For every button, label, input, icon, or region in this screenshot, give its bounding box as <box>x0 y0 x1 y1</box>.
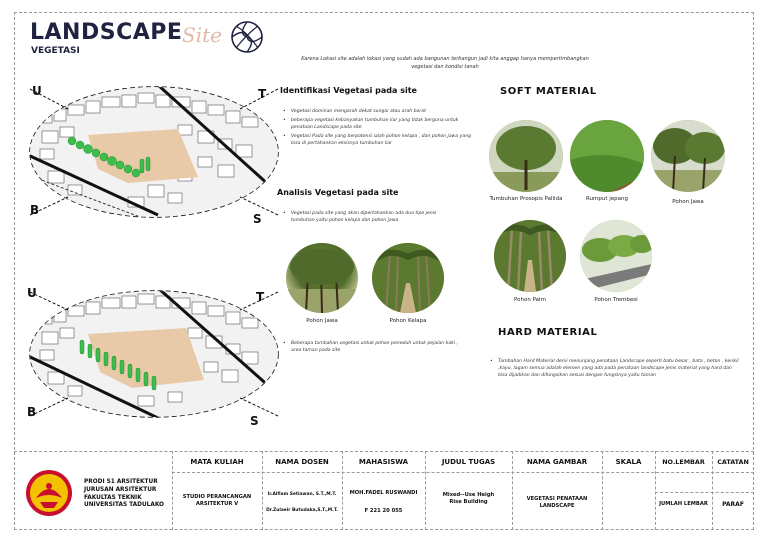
value-judul-tugas: Mixed--Use Heigh Rise Building <box>442 492 495 506</box>
sheet-title-script: Site <box>182 23 222 47</box>
university-line: UNIVERSITAS TADULAKO <box>84 502 164 509</box>
titleblock-divider <box>172 451 173 530</box>
caption-prosopis-pallida: Tumbuhan Prosopis Pallida <box>489 196 563 202</box>
site-plan-top <box>29 86 279 218</box>
analisis-bullet: Vegetasi pada site yang akan dipertahank… <box>283 210 458 224</box>
titleblock-top-line <box>14 451 754 452</box>
caption-pohon-kelapa: Pohon Kelapa <box>389 318 427 324</box>
value-mahasiswa-nim: F 221 20 055 <box>364 508 403 514</box>
caption-pohon-trembesi: Pohon Trembesi <box>594 297 638 303</box>
sheet-border <box>14 12 754 530</box>
caption-pohon-palm: Pohon Palm <box>514 297 546 303</box>
analisis-list-2: Beberapa tambahan vegetasi untuk pohon p… <box>283 340 463 356</box>
titleblock-mid-line <box>655 492 754 493</box>
titleblock-divider <box>602 451 603 530</box>
analisis-heading: Analisis Vegetasi pada site <box>277 188 399 197</box>
analisis-bullet-2: Beberapa tambahan vegetasi untuk pohon p… <box>283 340 463 354</box>
sheet-subtitle: VEGETASI <box>31 46 80 56</box>
photo-pohon-trembesi <box>580 220 652 292</box>
identifikasi-bullet: beberapa vegetasi kebanyakan tumbuhan li… <box>283 117 473 131</box>
header-nama-gambar: NAMA GAMBAR <box>526 458 588 466</box>
header-catatan: CATATAN <box>717 458 749 466</box>
header-mahasiswa: MAHASISWA <box>358 458 409 466</box>
site-plan-bottom <box>29 290 279 418</box>
identifikasi-bullet: Vegetasi dominan mengarah dekat sungai a… <box>283 108 473 115</box>
compass-north-1: U <box>32 84 42 98</box>
titleblock-header-line <box>172 472 754 473</box>
header-mata-kuliah: MATA KULIAH <box>190 458 244 466</box>
header-nama-dosen: NAMA DOSEN <box>275 458 329 466</box>
compass-south-2: S <box>250 414 259 428</box>
value-mata-kuliah: STUDIO PERANCANGAN ARSITEKTUR V <box>182 494 252 508</box>
value-nama-gambar: VEGETASI PENATAAN LANDSCAPE <box>526 496 588 510</box>
university-line: PRODI S1 ARSITEKTUR <box>84 479 158 485</box>
header-skala: SKALA <box>615 458 642 466</box>
soft-material-heading: SOFT MATERIAL <box>500 86 597 97</box>
identifikasi-bullet: Vegetasi Pada site yang berpotensi ialah… <box>283 133 473 147</box>
photo-pohon-jawa-1 <box>286 243 358 313</box>
university-name: PRODI S1 ARSITEKTUR JURUSAN ARSITEKTUR F… <box>84 479 164 510</box>
header-judul-tugas: JUDUL TUGAS <box>441 458 496 466</box>
identifikasi-heading: Identifikasi Vegetasi pada site <box>280 86 417 95</box>
titleblock-divider <box>342 451 343 530</box>
caption-pohon-jawa-2: Pohon Jawa <box>672 199 704 205</box>
photo-pohon-kelapa <box>372 243 444 313</box>
titleblock-divider <box>262 451 263 530</box>
hard-material-list: Tambahan Hard Material demi menunjang pe… <box>490 358 740 381</box>
header-no-lembar: NO.LEMBAR <box>662 458 705 466</box>
header-paraf: PARAF <box>722 501 744 508</box>
caption-rumput-jepang: Rumput jepang <box>585 196 629 202</box>
compass-north-2: U <box>27 286 37 300</box>
compass-east-2: T <box>256 290 265 304</box>
identifikasi-list: Vegetasi dominan mengarah dekat sungai a… <box>283 108 473 150</box>
titleblock-divider <box>712 451 713 530</box>
hard-material-text: Tambahan Hard Material demi menunjang pe… <box>490 358 740 379</box>
university-line: JURUSAN ARSITEKTUR <box>84 486 157 493</box>
photo-prosopis-pallida <box>489 120 563 192</box>
compass-west-2: B <box>27 405 37 419</box>
university-line: FAKULTAS TEKNIK <box>84 494 142 501</box>
compass-west-1: B <box>30 203 40 217</box>
sheet-title: LANDSCAPE <box>30 20 183 45</box>
analisis-list: Vegetasi pada site yang akan dipertahank… <box>283 210 458 226</box>
header-jumlah-lembar: JUMLAH LEMBAR <box>659 501 708 507</box>
hard-material-heading: HARD MATERIAL <box>498 327 598 338</box>
compass-east-1: T <box>258 87 267 101</box>
university-logo-icon <box>26 470 72 516</box>
titleblock-divider <box>512 451 513 530</box>
intro-text: Karena Lokasi site adalah lokasi yang su… <box>301 56 589 70</box>
value-dosen-2: Dr.Zulaeir Butudaka,S.T.,M.T. <box>266 508 338 513</box>
value-dosen-1: Ir.Alfiam Setiawan, S.T.,M.T. <box>267 492 337 497</box>
caption-pohon-jawa-1: Pohon Jawa <box>306 318 338 324</box>
photo-pohon-jawa-2 <box>651 120 725 192</box>
compass-south-1: S <box>253 212 262 226</box>
photo-pohon-palm <box>494 220 566 292</box>
photo-rumput-jepang <box>570 120 644 192</box>
titleblock-divider <box>655 451 656 530</box>
value-mahasiswa-name: MOH.FADEL RUSWANDI <box>349 490 418 496</box>
swirl-logo-icon <box>231 21 263 53</box>
titleblock-divider <box>425 451 426 530</box>
